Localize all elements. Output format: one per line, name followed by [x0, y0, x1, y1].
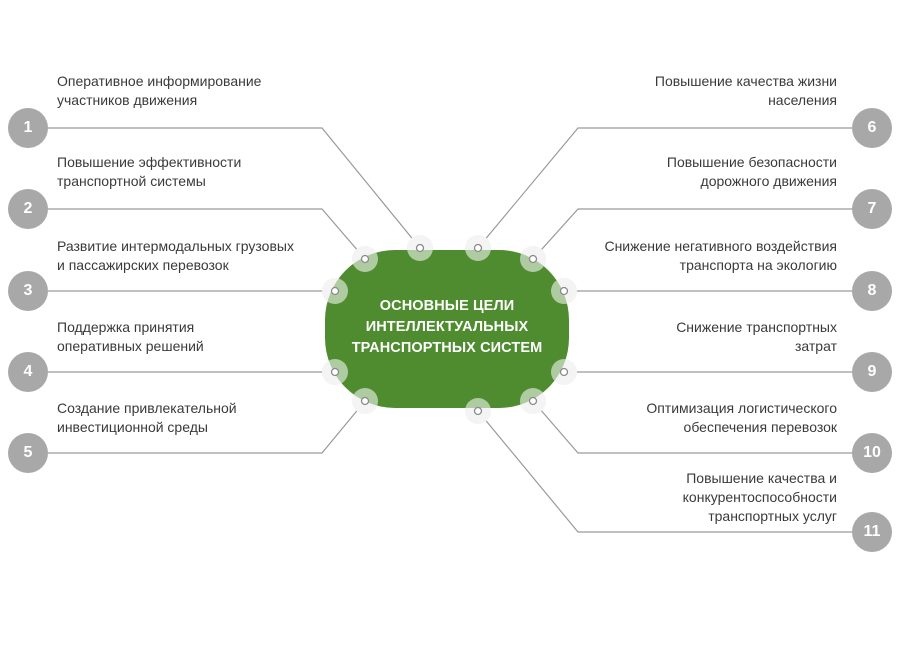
goal-badge-2: 2	[8, 189, 48, 229]
goal-label-line: Повышение качества и	[686, 470, 837, 486]
goal-label-11: Повышение качества и конкурентоспособнос…	[557, 469, 837, 526]
center-title: ОСНОВНЫЕ ЦЕЛИ ИНТЕЛЛЕКТУАЛЬНЫХ ТРАНСПОРТ…	[330, 296, 564, 359]
center-title-line-3: ТРАНСПОРТНЫХ СИСТЕМ	[351, 340, 543, 356]
goal-label-line: Развитие интермодальных грузовых	[57, 238, 294, 254]
dot-7	[528, 254, 538, 264]
goal-label-line: участников движения	[57, 92, 198, 108]
goal-label-line: инвестиционной среды	[57, 419, 208, 435]
center-title-line-2: ИНТЕЛЛЕКТУАЛЬНЫХ	[365, 319, 529, 335]
connector-dots	[330, 243, 569, 416]
goal-badge-1: 1	[8, 108, 48, 148]
goal-label-line: конкурентоспособности	[682, 489, 837, 505]
goal-label-line: оперативных решений	[57, 338, 204, 354]
goal-label-8: Снижение негативного воздействия транспо…	[557, 237, 837, 275]
dot-8	[559, 286, 569, 296]
connector-7	[532, 208, 852, 260]
goal-label-1: Оперативное информирование участников дв…	[57, 72, 337, 110]
connector-1	[48, 127, 421, 249]
dot-1	[415, 243, 425, 253]
goal-label-10: Оптимизация логистического обеспечения п…	[557, 399, 837, 437]
dot-10	[528, 396, 538, 406]
goal-badge-9: 9	[852, 352, 892, 392]
goal-label-line: транспортных услуг	[708, 508, 837, 524]
goal-label-5: Создание привлекательной инвестиционной …	[57, 399, 337, 437]
goal-label-line: Оперативное информирование	[57, 73, 262, 89]
connector-10	[532, 400, 852, 454]
goal-label-2: Повышение эффективности транспортной сис…	[57, 153, 337, 191]
center-shape	[325, 250, 569, 408]
connector-lines	[48, 127, 852, 533]
goal-badge-5: 5	[8, 433, 48, 473]
goal-label-line: Создание привлекательной	[57, 400, 237, 416]
goal-label-line: населения	[768, 92, 837, 108]
goal-badge-3: 3	[8, 271, 48, 311]
goal-label-line: Снижение транспортных	[676, 319, 837, 335]
goal-label-line: Повышение эффективности	[57, 154, 242, 170]
goal-badge-11: 11	[852, 512, 892, 552]
goal-label-line: транспорта на экологию	[679, 257, 837, 273]
dot-5	[360, 396, 370, 406]
dot-6	[473, 243, 483, 253]
goal-badge-7: 7	[852, 189, 892, 229]
goal-badge-6: 6	[852, 108, 892, 148]
dot-9	[559, 367, 569, 377]
goal-label-line: транспортной системы	[57, 173, 206, 189]
goal-label-line: Повышение качества жизни	[654, 73, 837, 89]
goal-label-6: Повышение качества жизни населения	[557, 72, 837, 110]
connector-11	[477, 410, 852, 533]
dot-4	[330, 367, 340, 377]
goal-label-line: Оптимизация логистического	[646, 400, 837, 416]
goal-label-line: дорожного движения	[700, 173, 837, 189]
goal-badge-4: 4	[8, 352, 48, 392]
dot-3	[330, 286, 340, 296]
goal-label-line: Повышение безопасности	[666, 154, 837, 170]
goal-label-9: Снижение транспортных затрат	[557, 318, 837, 356]
goal-label-line: затрат	[795, 338, 837, 354]
center-title-line-1: ОСНОВНЫЕ ЦЕЛИ	[379, 298, 515, 314]
goal-label-line: обеспечения перевозок	[683, 419, 837, 435]
goal-badge-10: 10	[852, 433, 892, 473]
dot-2	[360, 254, 370, 264]
connector-2	[48, 208, 366, 260]
connector-5	[48, 400, 366, 454]
goal-label-7: Повышение безопасности дорожного движени…	[557, 153, 837, 191]
dot-11	[473, 406, 483, 416]
goal-label-4: Поддержка принятия оперативных решений	[57, 318, 337, 356]
goal-badge-8: 8	[852, 271, 892, 311]
goal-label-line: Поддержка принятия	[57, 319, 195, 335]
goal-label-line: Снижение негативного воздействия	[604, 238, 837, 254]
goal-label-line: и пассажирских перевозок	[57, 257, 229, 273]
goal-label-3: Развитие интермодальных грузовых и пасса…	[57, 237, 337, 275]
connector-6	[477, 127, 852, 249]
